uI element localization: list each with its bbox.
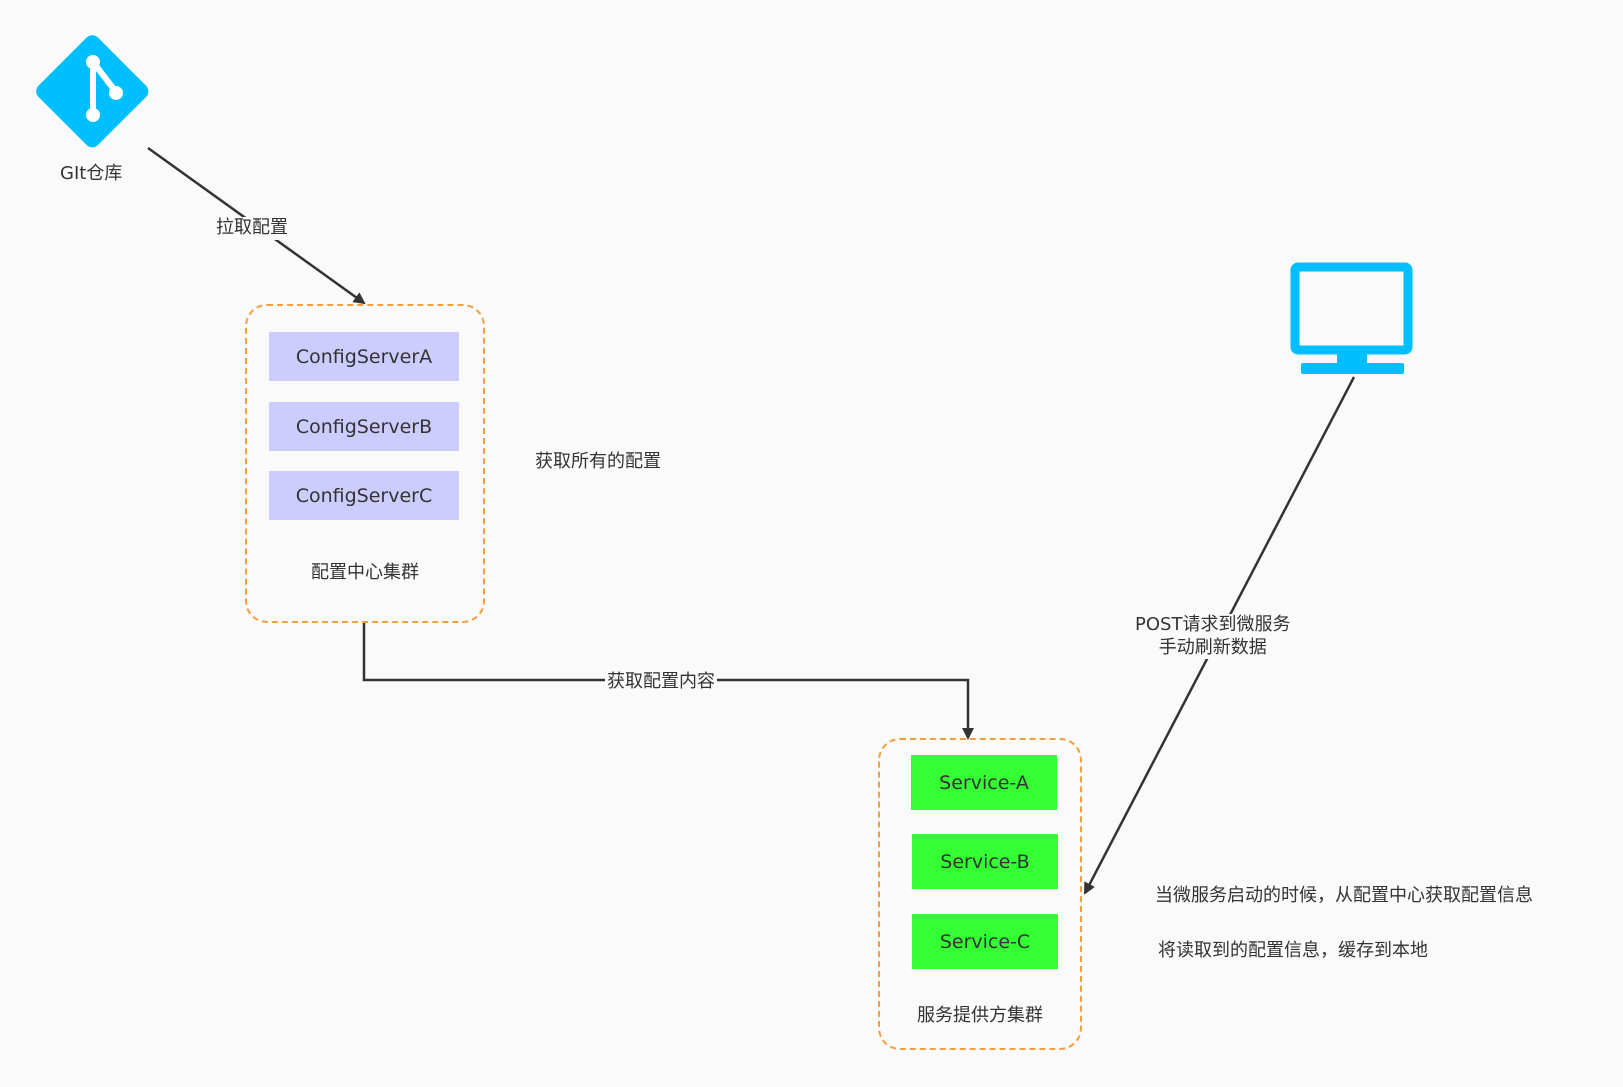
git-label: GIt仓库 [60,163,123,184]
note-startup: 当微服务启动的时候，从配置中心获取配置信息 [1155,885,1533,906]
post-label-line2: 手动刷新数据 [1158,636,1267,658]
service-cluster-label: 服务提供方集群 [917,1005,1043,1026]
config-center-cluster [245,304,485,623]
edge-label-get-content: 获取配置内容 [605,671,717,694]
service-a[interactable]: Service-A [911,755,1057,810]
service-b[interactable]: Service-B [912,834,1058,889]
config-server-a[interactable]: ConfigServerA [269,332,459,381]
service-provider-cluster [878,738,1082,1050]
edge-label-pull: 拉取配置 [214,217,290,240]
note-get-all-config: 获取所有的配置 [535,451,661,472]
monitor-icon [1290,262,1413,374]
post-label-line1: POST请求到微服务 [1135,614,1291,635]
git-icon [36,35,149,148]
note-cache: 将读取到的配置信息，缓存到本地 [1158,940,1428,961]
config-cluster-label: 配置中心集群 [311,562,419,583]
service-c[interactable]: Service-C [912,914,1058,969]
edge-label-post-refresh: POST请求到微服务 手动刷新数据 [1133,614,1293,659]
config-server-b[interactable]: ConfigServerB [269,402,459,451]
config-server-c[interactable]: ConfigServerC [269,471,459,520]
